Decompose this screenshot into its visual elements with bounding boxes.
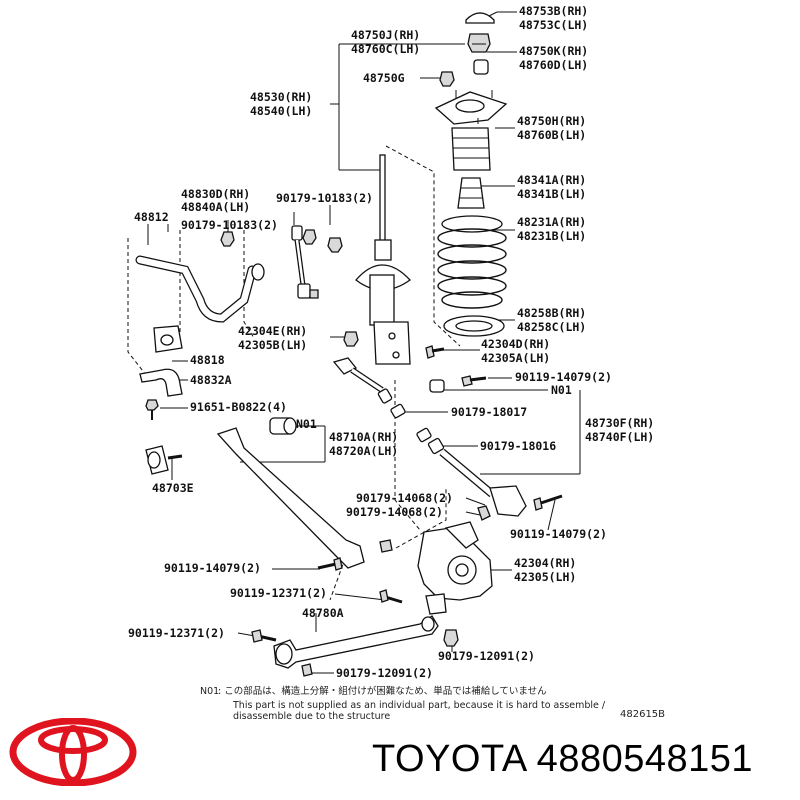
label-48530: 48530(RH)	[250, 90, 312, 104]
lower-arm-bolts	[379, 494, 563, 553]
label-42305a: 42305A(LH)	[481, 351, 550, 365]
label-48341a: 48341A(RH)	[517, 173, 586, 187]
footnote-english-1: This part is not supplied as an individu…	[232, 700, 606, 711]
link-nuts	[220, 229, 343, 253]
label-90119-14079-a: 90119-14079(2)	[515, 370, 612, 384]
label-48750k: 48750K(RH)	[519, 44, 588, 58]
support-mount	[434, 90, 508, 125]
dust-boot	[451, 127, 491, 171]
strut-nut	[467, 33, 491, 53]
label-48750g: 48750G	[363, 71, 405, 85]
label-48258b: 48258B(RH)	[517, 306, 586, 320]
label-90179-14068-b: 90179-14068(2)	[346, 505, 443, 519]
bushing	[473, 59, 489, 75]
drawing-code: 482615B	[620, 709, 665, 720]
label-90179-10183-b: 90179-10183(2)	[181, 218, 278, 232]
footnote-code: N01	[200, 686, 219, 697]
label-48231a: 48231A(RH)	[517, 215, 586, 229]
label-n01-a: N01	[551, 383, 572, 397]
label-90179-12091-b: 90179-12091(2)	[336, 666, 433, 680]
label-48818: 48818	[190, 353, 225, 367]
label-48341b: 48341B(LH)	[517, 187, 586, 201]
label-48750j: 48750J(RH)	[351, 28, 420, 42]
toyota-logo-icon	[9, 718, 137, 786]
label-90119-12371-a: 90119-12371(2)	[230, 586, 327, 600]
stabilizer-link	[291, 225, 319, 299]
footnote-japanese: : この部品は、構造上分解・組付けが困難なため、単品では補給していません	[218, 685, 547, 697]
axle-carrier	[417, 521, 493, 615]
link-bushing	[429, 375, 487, 393]
label-90119-14079-c: 90119-14079(2)	[164, 561, 261, 575]
lower-arm	[216, 417, 365, 569]
arm-bolts	[317, 557, 403, 604]
spring-seat	[443, 315, 505, 337]
label-48720a: 48720A(LH)	[329, 444, 398, 458]
label-48753c: 48753C(LH)	[519, 18, 588, 32]
bushing-bracket	[139, 368, 183, 397]
lower-control-arm	[251, 615, 459, 677]
label-48760d: 48760D(LH)	[519, 58, 588, 72]
label-90179-12091-a: 90179-12091(2)	[438, 649, 535, 663]
label-48740f: 48740F(LH)	[585, 430, 654, 444]
label-90179-18016: 90179-18016	[480, 439, 556, 453]
label-48540: 48540(LH)	[250, 104, 312, 118]
label-48231b: 48231B(LH)	[517, 229, 586, 243]
label-48750h: 48750H(RH)	[517, 114, 586, 128]
label-90179-10183-a: 90179-10183(2)	[276, 191, 373, 205]
label-48812: 48812	[134, 210, 169, 224]
shock-absorber	[355, 154, 411, 365]
footnote-english-2: disassemble due to the structure	[233, 711, 390, 722]
label-90179-18017: 90179-18017	[451, 405, 527, 419]
small-nut	[439, 71, 455, 87]
label-90119-12371-b: 90119-12371(2)	[128, 626, 225, 640]
label-48703e: 48703E	[152, 481, 194, 495]
label-48753b: 48753B(RH)	[519, 4, 588, 18]
label-48760c: 48760C(LH)	[351, 42, 420, 56]
coil-spring	[437, 215, 507, 309]
strut-bracket-nuts	[343, 331, 445, 359]
part-labels: 48753B(RH) 48753C(LH) 48750J(RH) 48760C(…	[128, 4, 654, 680]
label-91651-b0822: 91651-B0822(4)	[190, 400, 287, 414]
label-42304d: 42304D(RH)	[481, 337, 550, 351]
lateral-link-rear	[439, 448, 527, 517]
brand-part-number: TOYOTA 4880548151	[372, 738, 754, 780]
label-48840a: 48840A(LH)	[181, 200, 250, 214]
stabilizer-bar	[135, 255, 265, 323]
bump-stopper	[457, 177, 485, 209]
label-48730f: 48730F(RH)	[585, 416, 654, 430]
label-48258c: 48258C(LH)	[517, 320, 586, 334]
label-90119-14079-b: 90119-14079(2)	[510, 527, 607, 541]
label-48832a: 48832A	[190, 373, 232, 387]
label-48780a: 48780A	[302, 606, 344, 620]
footnote: N01 : この部品は、構造上分解・組付けが困難なため、単品では補給していません…	[200, 685, 665, 722]
leader-lines	[147, 11, 581, 674]
label-48830d: 48830D(RH)	[181, 187, 250, 201]
label-42305b: 42305B(LH)	[238, 338, 307, 352]
label-48710a: 48710A(RH)	[329, 430, 398, 444]
label-42304e: 42304E(RH)	[238, 324, 307, 338]
label-42304: 42304(RH)	[514, 556, 576, 570]
bracket-bolt	[145, 399, 159, 420]
label-n01-b: N01	[296, 417, 317, 431]
label-90179-14068-a: 90179-14068(2)	[356, 491, 453, 505]
upper-support-cap	[465, 12, 495, 24]
lateral-link-front	[332, 357, 393, 404]
label-42305: 42305(LH)	[514, 570, 576, 584]
link-sleeve	[390, 403, 445, 455]
label-48760b: 48760B(LH)	[517, 128, 586, 142]
arm-bushing	[145, 445, 183, 475]
stabilizer-bushing	[153, 325, 183, 353]
